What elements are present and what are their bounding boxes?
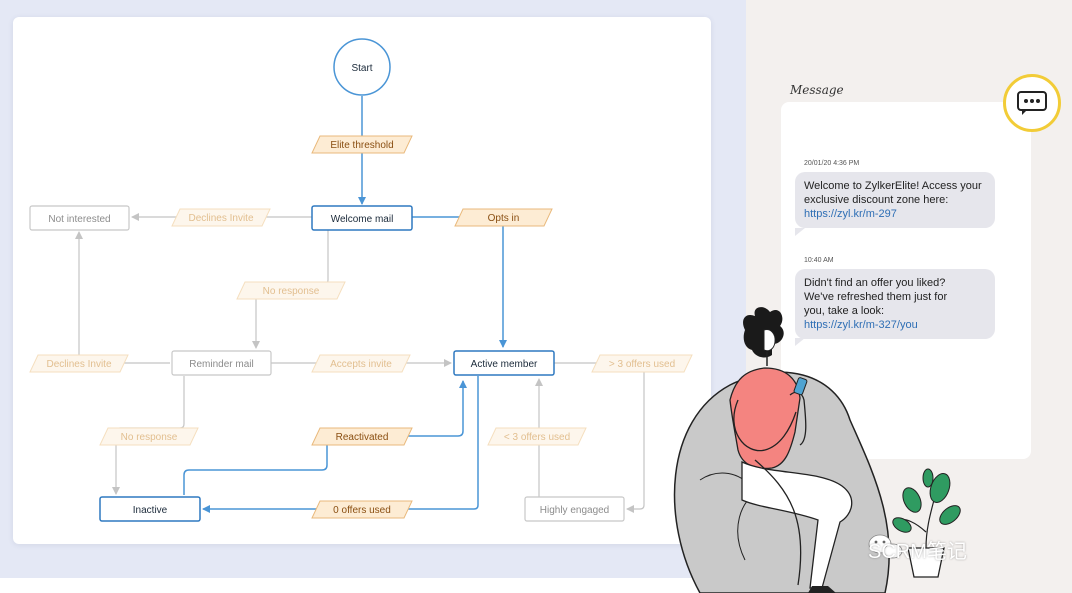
message-timestamp-2: 10:40 AM (804, 257, 834, 264)
node-inactive-label: Inactive (133, 505, 168, 516)
node-highly-engaged (524, 496, 625, 522)
message-2-line-3: you, take a look: (804, 305, 885, 317)
node-reminder-mail (171, 350, 272, 376)
message-timestamp-1: 20/01/20 4:36 PM (804, 160, 860, 167)
cond-no-response-1 (236, 281, 346, 300)
chat-bubble-icon (1003, 74, 1061, 132)
cond-no-response-1-label: No response (263, 286, 320, 297)
edge-inactive-active (183, 380, 467, 495)
cond-declines-invite-1-label: Declines Invite (188, 213, 253, 224)
woman-illustration (673, 307, 890, 593)
message-bubble-1: Welcome to ZylkerElite! Access your excl… (795, 172, 995, 228)
message-bubble-1-tail (795, 228, 805, 236)
cond-accepts-invite (311, 354, 411, 373)
cond-reactivated (311, 427, 413, 446)
node-active-member (453, 350, 555, 376)
node-reminder-mail-label: Reminder mail (189, 359, 253, 370)
cond-declines-invite-2-label: Declines Invite (46, 359, 111, 370)
edge-active-inactive (202, 376, 479, 513)
message-2-line-1: Didn't find an offer you liked? (804, 277, 946, 289)
node-welcome-mail-label: Welcome mail (331, 214, 394, 225)
cond-gt3-offers-label: > 3 offers used (609, 359, 675, 370)
message-2-link[interactable]: https://zyl.kr/m-327/you (804, 319, 918, 331)
plant-illustration (892, 468, 961, 578)
node-start-label: Start (351, 63, 372, 74)
cond-accepts-invite-label: Accepts invite (330, 359, 392, 370)
message-2-line-2: We've refreshed them just for (804, 291, 948, 303)
message-bubble-2: Didn't find an offer you liked? We've re… (795, 269, 995, 339)
cond-zero-offers-label: 0 offers used (333, 505, 391, 516)
cond-opts-in (454, 208, 553, 227)
cond-gt3-offers (591, 354, 693, 373)
cond-elite-threshold-label: Elite threshold (330, 140, 393, 151)
message-1-line-2: exclusive discount zone here: (804, 194, 949, 206)
cond-reactivated-label: Reactivated (336, 432, 389, 443)
node-inactive (99, 496, 201, 522)
wechat-icon (868, 534, 903, 559)
node-highly-engaged-label: Highly engaged (540, 505, 610, 516)
cond-lt3-offers (487, 427, 587, 446)
cond-lt3-offers-label: < 3 offers used (504, 432, 570, 443)
message-bubble-2-tail (795, 338, 805, 346)
node-active-member-label: Active member (471, 359, 538, 370)
watermark-text: SCRM笔记 (868, 541, 967, 563)
cond-declines-invite-1 (171, 208, 271, 227)
cond-no-response-2-label: No response (121, 432, 178, 443)
message-1-line-1: Welcome to ZylkerElite! Access your (804, 180, 982, 192)
cond-opts-in-label: Opts in (488, 213, 520, 224)
node-start (333, 38, 391, 96)
cond-declines-invite-2 (29, 354, 129, 373)
node-not-interested (29, 205, 130, 231)
message-1-link[interactable]: https://zyl.kr/m-297 (804, 208, 897, 220)
cond-elite-threshold (311, 135, 413, 154)
message-title: Message (790, 83, 844, 97)
cond-zero-offers (311, 500, 413, 519)
node-welcome-mail (311, 205, 413, 231)
cond-no-response-2 (99, 427, 199, 446)
node-not-interested-label: Not interested (48, 214, 110, 225)
bottom-strip (0, 578, 746, 593)
